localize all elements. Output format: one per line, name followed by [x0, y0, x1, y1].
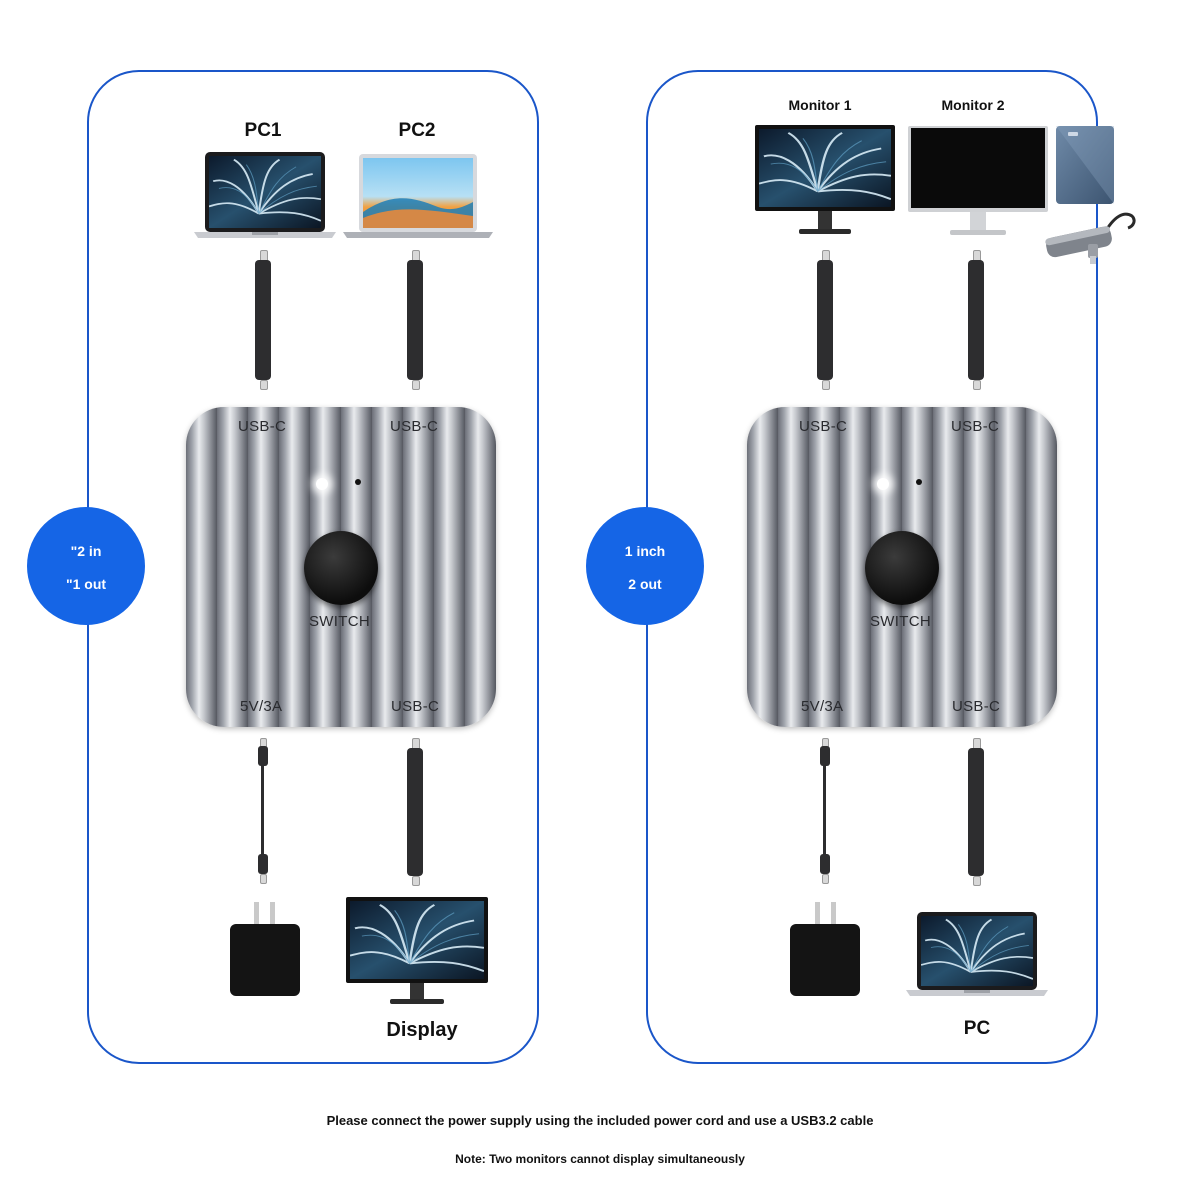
hard-drive-icon — [1056, 126, 1114, 204]
usb-c-plug — [258, 746, 268, 766]
mode-badge: 1 inch 2 out — [586, 507, 704, 625]
switch-label: SWITCH — [870, 613, 931, 630]
pc2-label: PC2 — [398, 120, 436, 141]
laptop-icon — [343, 154, 493, 238]
monitor-icon — [755, 125, 895, 234]
usb-c-connector — [973, 876, 981, 886]
port-label: 5V/3A — [801, 698, 844, 715]
switch-button[interactable] — [865, 531, 939, 605]
charger-prong — [815, 902, 820, 924]
usb-c-connector — [260, 380, 268, 390]
usb-c-connector — [260, 874, 267, 884]
port-label: USB-C — [238, 418, 287, 435]
power-cable — [261, 766, 264, 854]
usb-c-cable-icon — [817, 260, 833, 380]
power-cable — [823, 766, 826, 854]
usb-c-connector — [973, 380, 981, 390]
charger-icon — [230, 924, 300, 996]
usb-hub-icon — [1045, 212, 1136, 264]
usb-c-plug — [820, 746, 830, 766]
monitor2-label: Monitor 2 — [941, 97, 1005, 113]
badge-line: "1 out — [65, 576, 107, 592]
usb-c-cable-icon — [407, 260, 423, 380]
port-label: USB-C — [951, 418, 1000, 435]
mode-badge: "2 in "1 out — [27, 507, 145, 625]
usb-c-connector — [412, 380, 420, 390]
laptop-icon — [194, 152, 336, 238]
status-led — [877, 478, 889, 490]
reset-hole — [355, 479, 361, 485]
port-label: USB-C — [799, 418, 848, 435]
pc1-label: PC1 — [244, 120, 282, 141]
usb-c-cable-icon — [407, 748, 423, 876]
instruction-note: Please connect the power supply using th… — [326, 1113, 874, 1128]
kvm-switch-device: USB-C USB-C SWITCH 5V/3A USB-C — [747, 407, 1057, 727]
port-label: USB-C — [952, 698, 1001, 715]
status-led — [316, 478, 328, 490]
kvm-switch-device: USB-C USB-C SWITCH 5V/3A USB-C — [186, 407, 496, 727]
port-label: 5V/3A — [240, 698, 283, 715]
monitor1-label: Monitor 1 — [788, 97, 852, 113]
charger-prong — [270, 902, 275, 924]
warning-note: Note: Two monitors cannot display simult… — [455, 1152, 745, 1166]
usb-c-cable-icon — [968, 260, 984, 380]
usb-c-cable-icon — [968, 748, 984, 876]
port-label: USB-C — [391, 698, 440, 715]
badge-line: 2 out — [628, 576, 662, 592]
monitor-icon — [346, 897, 488, 1004]
usb-c-connector — [412, 876, 420, 886]
badge-line: "2 in — [70, 543, 102, 559]
charger-prong — [254, 902, 259, 924]
usb-c-connector — [822, 380, 830, 390]
charger-prong — [831, 902, 836, 924]
usb-c-plug — [258, 854, 268, 874]
laptop-icon — [906, 912, 1048, 996]
usb-c-cable-icon — [255, 260, 271, 380]
usb-c-plug — [820, 854, 830, 874]
reset-hole — [916, 479, 922, 485]
usb-c-connector — [822, 874, 829, 884]
pc-label: PC — [963, 1018, 991, 1039]
charger-icon — [790, 924, 860, 996]
port-label: USB-C — [390, 418, 439, 435]
badge-line: 1 inch — [624, 543, 666, 559]
display-label: Display — [386, 1019, 458, 1041]
switch-label: SWITCH — [309, 613, 370, 630]
switch-button[interactable] — [304, 531, 378, 605]
monitor-icon — [908, 126, 1048, 235]
